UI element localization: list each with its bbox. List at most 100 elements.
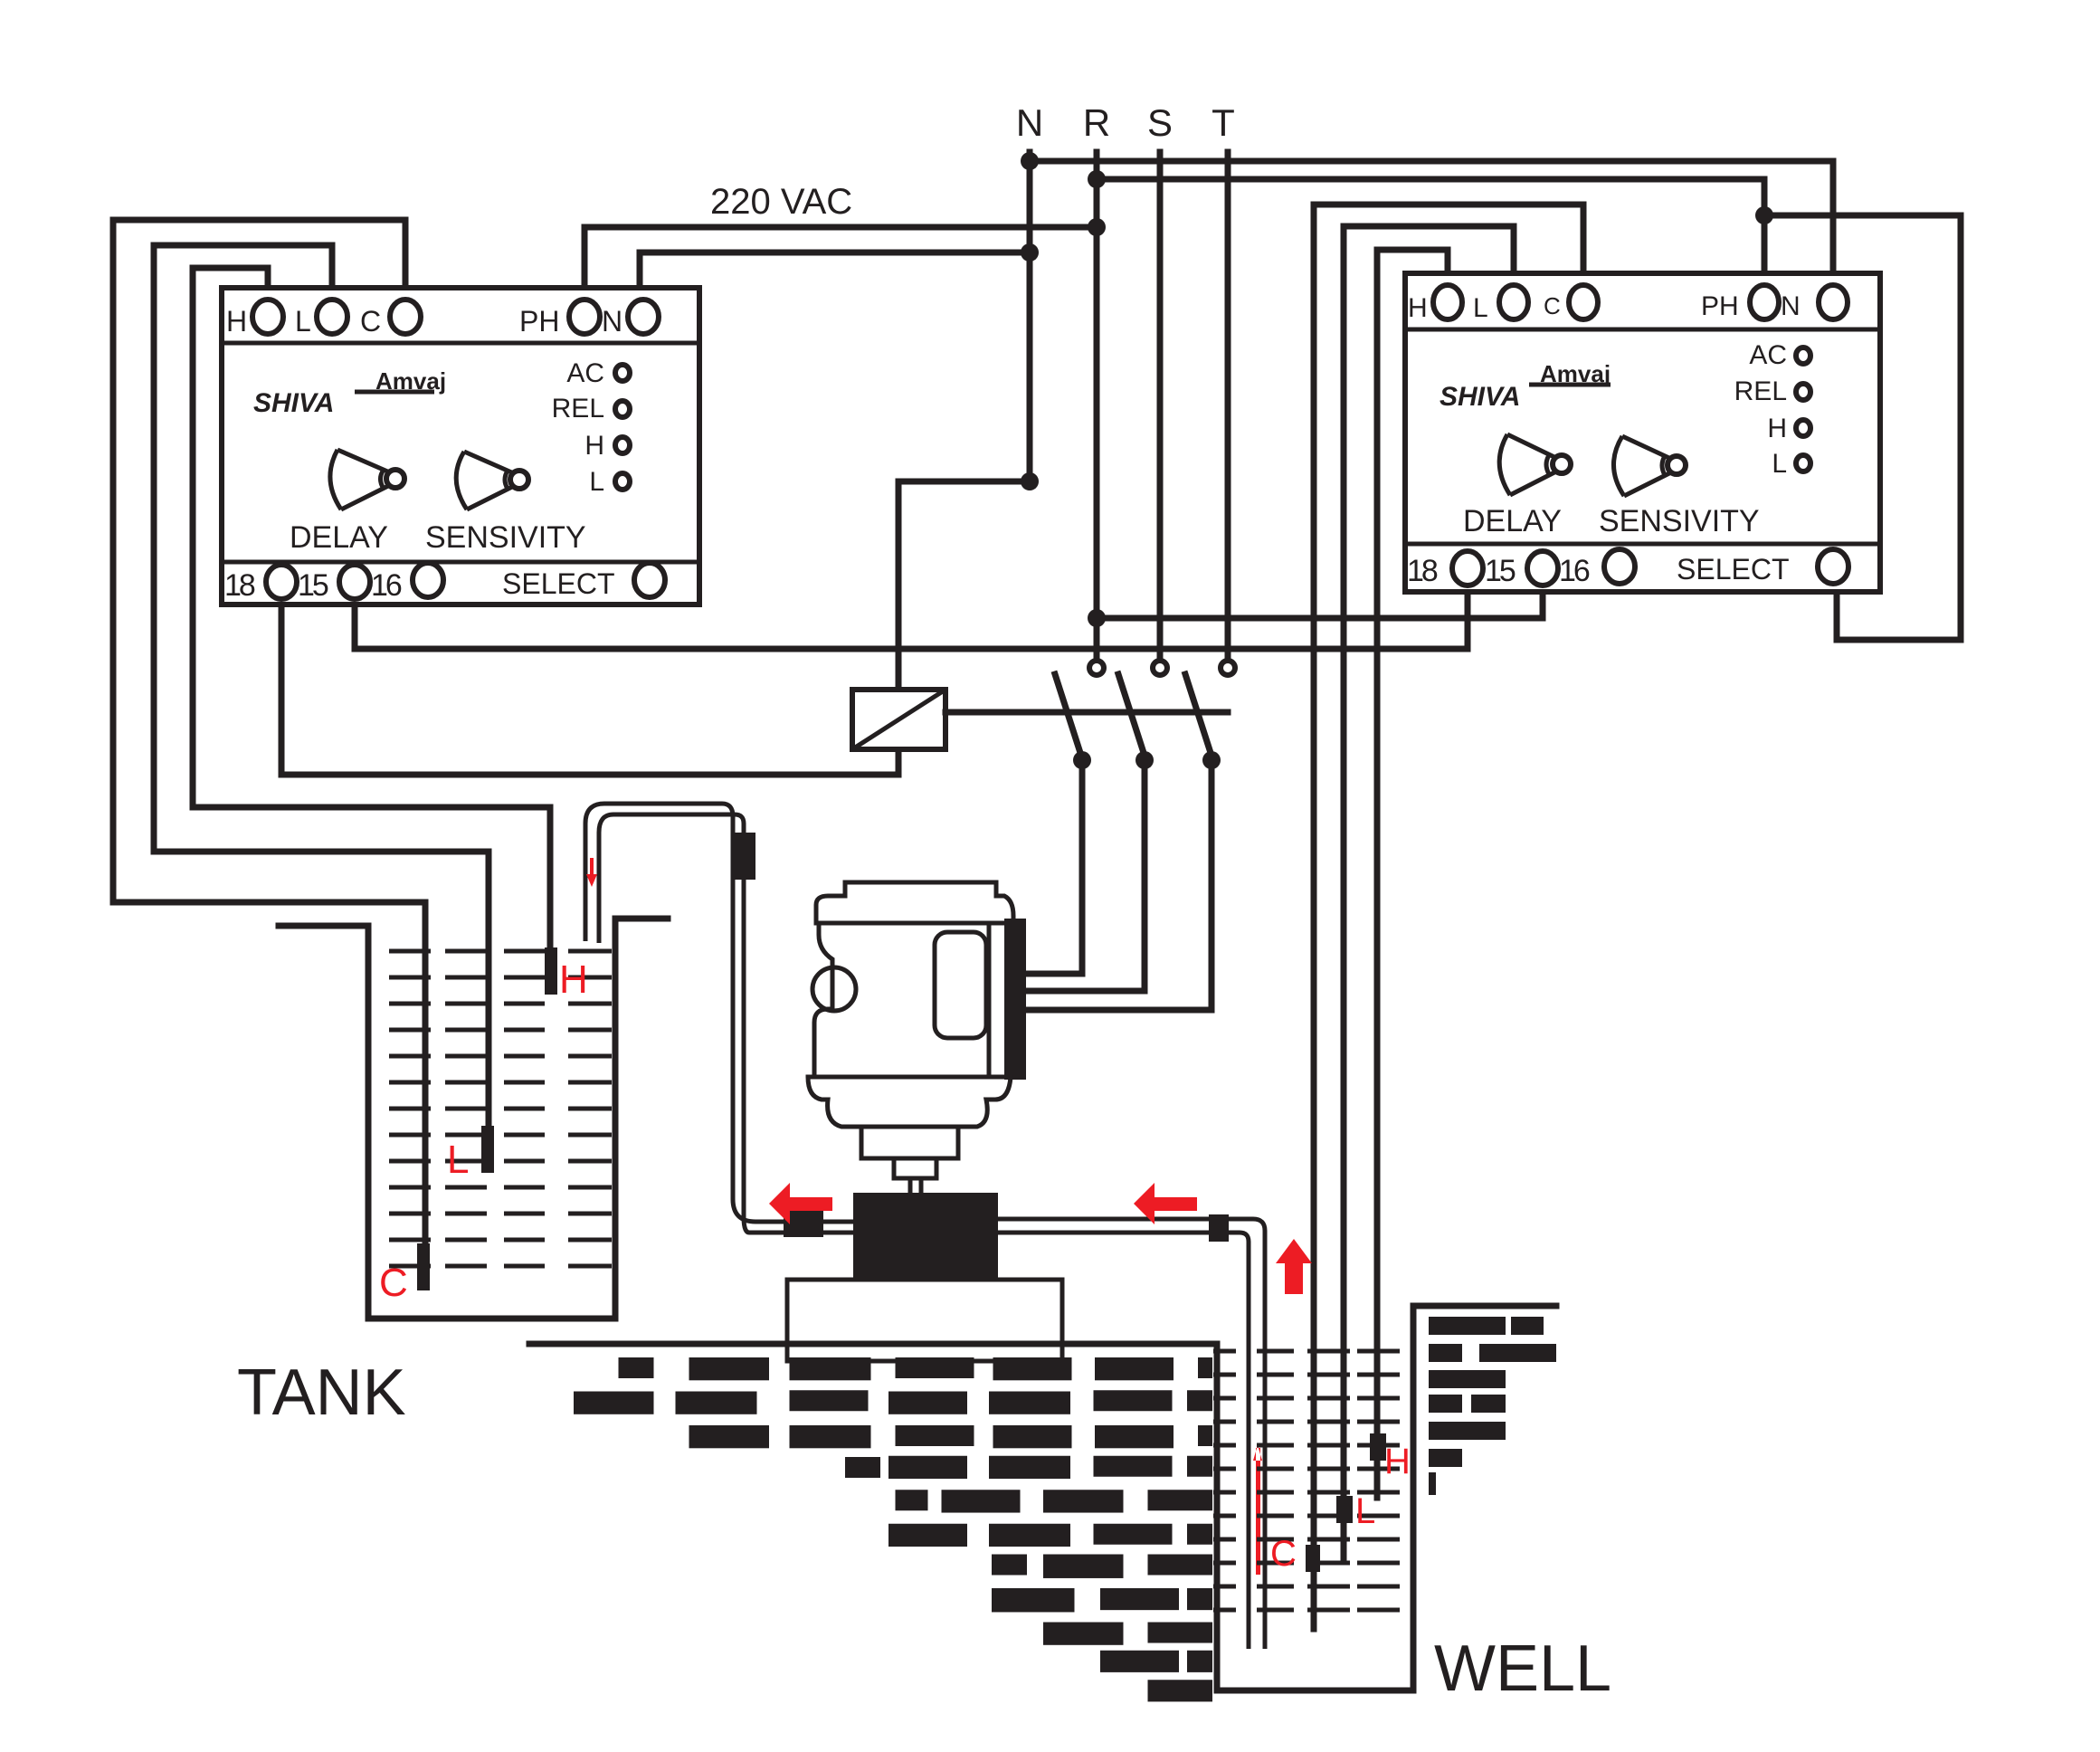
terminal-c[interactable] — [1566, 282, 1601, 322]
tank-water-lines — [389, 948, 612, 1269]
flow-arrow-up-well-icon — [1253, 1445, 1262, 1575]
brick — [1147, 1554, 1212, 1576]
coil-diagonal — [850, 687, 947, 752]
flow-arrow-down-tank-icon — [586, 858, 597, 887]
well-probe-h — [1370, 1433, 1386, 1461]
well-water-lines — [1213, 1348, 1400, 1613]
terminal-18[interactable] — [1449, 548, 1486, 588]
sensitivity-knob[interactable] — [1611, 433, 1688, 499]
pipe-coupling-outlet-upper — [732, 833, 755, 880]
terminal-label-n: N — [602, 305, 622, 338]
flow-arrow-left-inlet-icon — [1134, 1183, 1197, 1224]
terminal-16[interactable] — [1601, 547, 1638, 586]
brick — [1187, 1523, 1212, 1545]
indicator-label-ac: AC — [566, 358, 604, 388]
brick — [789, 1390, 869, 1412]
terminal-n[interactable] — [1816, 282, 1850, 322]
flow-arrows — [586, 858, 1312, 1575]
indicator-label-h: H — [584, 431, 604, 461]
junction-well-ph — [1755, 206, 1773, 224]
contact-top-s — [1150, 658, 1170, 678]
wire-tank15-to-well18 — [351, 576, 1471, 652]
wire-motor-r — [1023, 764, 1086, 977]
brand-main: SHIVA — [1440, 382, 1520, 412]
wire-well-h-probe — [1373, 246, 1451, 1501]
knob-label-delay: DELAY — [1463, 504, 1562, 538]
terminal-c[interactable] — [387, 297, 423, 337]
brick — [1187, 1390, 1212, 1412]
wire-220vac-ph — [581, 224, 1100, 309]
terminal-h[interactable] — [250, 297, 286, 337]
terminal-15[interactable] — [1525, 548, 1561, 588]
terminal-label-l: L — [295, 305, 311, 338]
terminal-label-h: H — [226, 305, 247, 338]
motor-window — [932, 929, 989, 1041]
phase-label-t: T — [1212, 101, 1235, 144]
terminal-16[interactable] — [410, 560, 446, 600]
terminal-18[interactable] — [263, 562, 299, 602]
contactor — [850, 658, 1238, 769]
tank-probe-c — [417, 1243, 430, 1290]
pipes — [583, 801, 1268, 1649]
terminal-ph[interactable] — [1747, 282, 1782, 322]
brick — [941, 1490, 1021, 1513]
knob-center — [384, 467, 407, 490]
contact-top-r — [1087, 658, 1107, 678]
brick — [1479, 1344, 1556, 1362]
terminal-label-18: 18 — [224, 568, 255, 603]
motor-terminal-block — [1004, 919, 1026, 1080]
contact-bottom-r — [1073, 751, 1091, 769]
tank-wall — [275, 915, 671, 1322]
select-label: SELECT — [1677, 553, 1789, 586]
indicator-h — [613, 434, 632, 456]
junction-r-top — [1088, 170, 1106, 188]
delay-knob[interactable] — [328, 447, 407, 512]
terminal-ph[interactable] — [566, 297, 603, 337]
indicator-label-rel: REL — [1734, 376, 1787, 406]
brick — [992, 1554, 1027, 1576]
terminal-label-16: 16 — [371, 568, 402, 603]
knob-ring — [378, 468, 386, 490]
junction-r-220 — [1088, 218, 1106, 236]
brick — [1429, 1422, 1506, 1440]
pipe-coupling-inlet — [1209, 1214, 1229, 1242]
wire-n-to-coil — [895, 478, 1033, 693]
brick — [992, 1588, 1075, 1613]
well: H L C WELL — [1270, 1433, 1611, 1705]
terminal-l[interactable] — [1497, 282, 1531, 322]
tank-label: TANK — [237, 1357, 406, 1429]
terminal-select[interactable] — [1815, 547, 1851, 586]
wire-tank-l-probe — [150, 242, 492, 1153]
terminal-n[interactable] — [625, 297, 661, 337]
terminal-select[interactable] — [632, 560, 668, 600]
well-probe-label-l: L — [1355, 1491, 1375, 1531]
delay-knob[interactable] — [1497, 432, 1573, 498]
junction-n-top — [1021, 152, 1039, 170]
brick — [1429, 1317, 1506, 1335]
brick — [1198, 1357, 1212, 1378]
pipe-coupling-outlet-lower — [784, 1210, 823, 1237]
terminal-h[interactable] — [1430, 282, 1465, 322]
brick — [574, 1391, 654, 1414]
wire-motor-s — [1023, 764, 1148, 995]
phase-label-r: R — [1083, 101, 1110, 144]
brick — [895, 1357, 974, 1378]
brick — [1471, 1395, 1506, 1413]
brick — [1093, 1455, 1173, 1477]
terminal-label-c: C — [360, 305, 381, 338]
indicator-rel — [1793, 381, 1813, 403]
brick — [1100, 1588, 1179, 1611]
brand-main: SHIVA — [253, 388, 334, 418]
contact-bottom-t — [1202, 751, 1221, 769]
motor-shaft-housing — [891, 1156, 939, 1181]
indicator-label-l: L — [589, 467, 604, 497]
flow-arrow-up-icon — [1276, 1239, 1312, 1294]
phase-label-n: N — [1016, 101, 1043, 144]
terminal-l[interactable] — [314, 297, 350, 337]
indicator-label-rel: REL — [552, 394, 604, 424]
switch-blade-r — [1050, 670, 1086, 760]
terminal-label-h: H — [1408, 293, 1428, 323]
brick — [1187, 1455, 1212, 1477]
sensitivity-knob[interactable] — [453, 449, 531, 512]
terminal-15[interactable] — [337, 562, 373, 602]
